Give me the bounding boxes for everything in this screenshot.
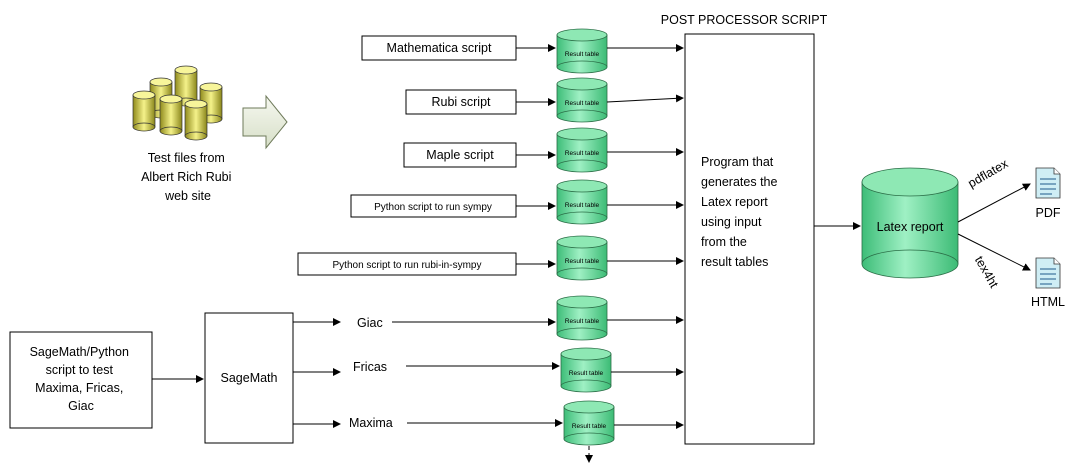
html-label: HTML <box>1031 295 1065 309</box>
svg-text:Python script to run sympy: Python script to run sympy <box>374 202 492 213</box>
svg-text:Result table: Result table <box>565 202 600 209</box>
svg-text:Maple script: Maple script <box>426 148 494 162</box>
maple-script-box: Maple script <box>403 142 517 168</box>
arrow-table2-to-processor <box>606 94 684 103</box>
fricas-label: Fricas <box>353 360 387 374</box>
arrow-to-pdf <box>957 183 1031 223</box>
tex4ht-label: tex4ht <box>972 254 1001 291</box>
svg-text:Result table: Result table <box>565 51 600 58</box>
result-table-rubi-in-sympy: Result table <box>556 235 608 281</box>
giac-label: Giac <box>357 316 383 330</box>
maxima-label: Maxima <box>349 416 393 430</box>
pdf-label: PDF <box>1036 206 1061 220</box>
svg-text:Python script to run rubi-in-s: Python script to run rubi-in-sympy <box>333 260 482 271</box>
svg-text:SageMath/Python script t: SageMath/Python script to test Maxima, F… <box>30 345 133 413</box>
rubi-script-box: Rubi script <box>405 89 517 115</box>
svg-text:Result table: Result table <box>572 423 607 430</box>
svg-text:Result table: Result table <box>565 258 600 265</box>
svg-text:Latex report: Latex report <box>877 220 944 234</box>
svg-text:Program that generates t: Program that generates the Latex report … <box>701 155 781 269</box>
result-table-mathematica: Result table <box>556 28 608 74</box>
svg-text:Result table: Result table <box>565 150 600 157</box>
mathematica-script-box: Mathematica script <box>361 35 517 61</box>
svg-text:SageMath: SageMath <box>221 371 278 385</box>
rubi-in-sympy-script-box: Python script to run rubi-in-sympy <box>297 252 517 276</box>
html-document-icon <box>1035 257 1061 289</box>
result-table-giac: Result table <box>556 295 608 341</box>
svg-text:Result table: Result table <box>565 318 600 325</box>
latex-report-cylinder: Latex report <box>861 167 959 279</box>
result-table-sympy: Result table <box>556 179 608 225</box>
pdflatex-label: pdflatex <box>966 156 1012 190</box>
svg-text:Mathematica script: Mathematica script <box>387 41 492 55</box>
svg-text:Result table: Result table <box>565 100 600 107</box>
pdf-document-icon <box>1035 167 1061 199</box>
test-files-icon <box>132 65 223 141</box>
sympy-script-box: Python script to run sympy <box>350 194 517 218</box>
arrow-to-html <box>957 233 1031 271</box>
svg-text:Rubi script: Rubi script <box>431 95 491 109</box>
result-table-fricas: Result table <box>560 347 612 393</box>
sagemath-script-box: SageMath/Python script to test Maxima, F… <box>9 331 153 429</box>
result-table-maple: Result table <box>556 127 608 173</box>
block-arrow-icon <box>242 94 288 150</box>
post-processor-title: POST PROCESSOR SCRIPT <box>661 13 828 27</box>
result-table-maxima: Result table <box>563 400 615 446</box>
post-processor-box: Program that generates the Latex report … <box>684 33 815 445</box>
sagemath-box: SageMath <box>204 312 294 444</box>
svg-text:Result table: Result table <box>569 370 604 377</box>
test-files-label: Test files from Albert Rich Rubi web sit… <box>141 151 235 203</box>
result-table-rubi: Result table <box>556 77 608 123</box>
